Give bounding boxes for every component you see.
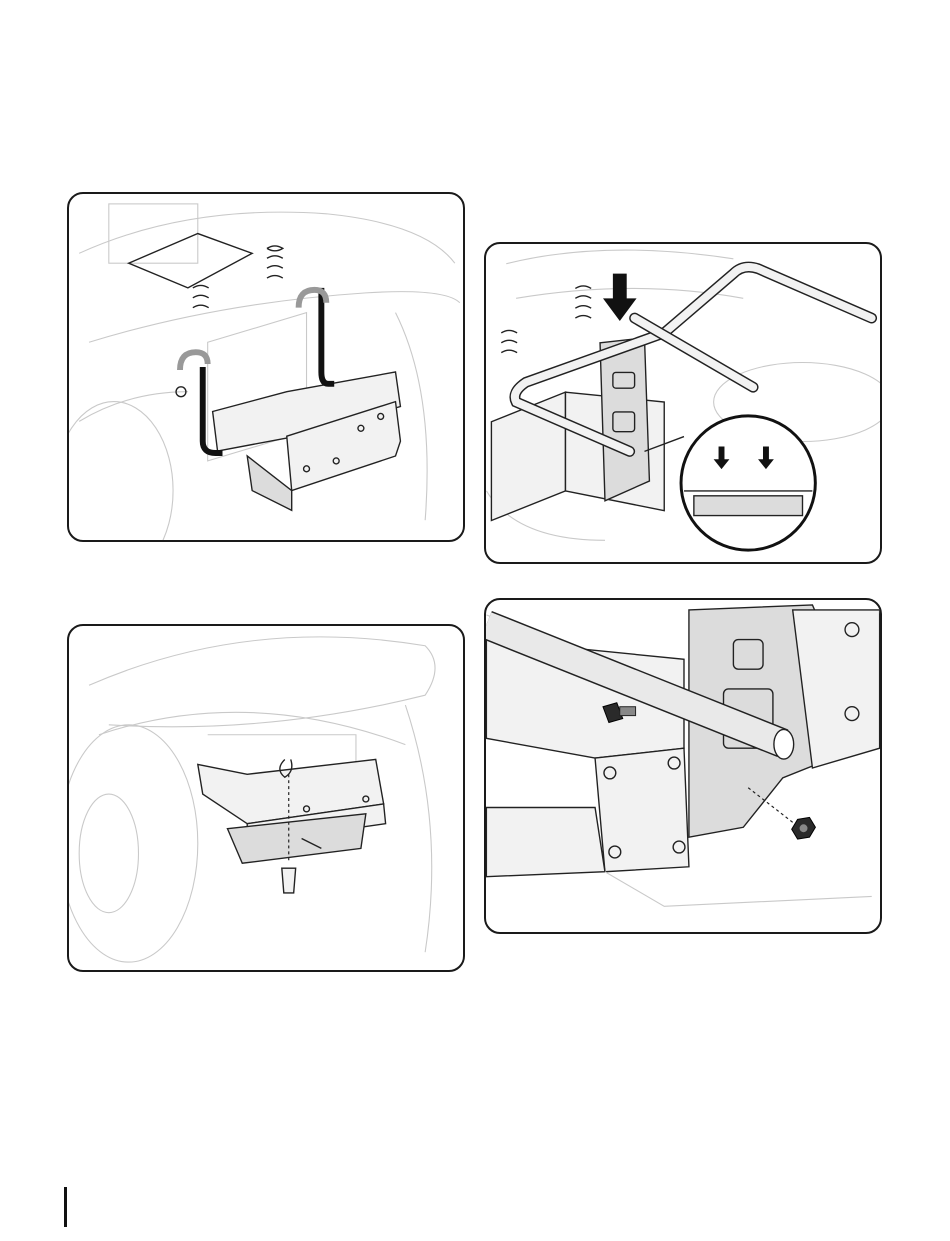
hitch-frame-illustration bbox=[486, 244, 880, 562]
spring-icon bbox=[501, 330, 517, 352]
pin-icon bbox=[282, 868, 296, 893]
illustration-panel-hitch-frame bbox=[484, 242, 882, 564]
seat-mount-plate bbox=[129, 234, 253, 288]
spring-icon bbox=[193, 285, 209, 307]
page-margin-rule bbox=[64, 1187, 67, 1227]
hitch-plate bbox=[600, 338, 649, 501]
detail-callout bbox=[681, 416, 815, 550]
bolt-nut-illustration bbox=[486, 600, 880, 932]
illustration-panel-pin bbox=[67, 624, 465, 972]
bracket-strap-illustration bbox=[69, 194, 463, 540]
pin-installation-illustration bbox=[69, 626, 463, 970]
spring-icon bbox=[267, 246, 283, 278]
illustration-panel-bracket-strap bbox=[67, 192, 465, 542]
illustration-panel-bolt-nut bbox=[484, 598, 882, 934]
